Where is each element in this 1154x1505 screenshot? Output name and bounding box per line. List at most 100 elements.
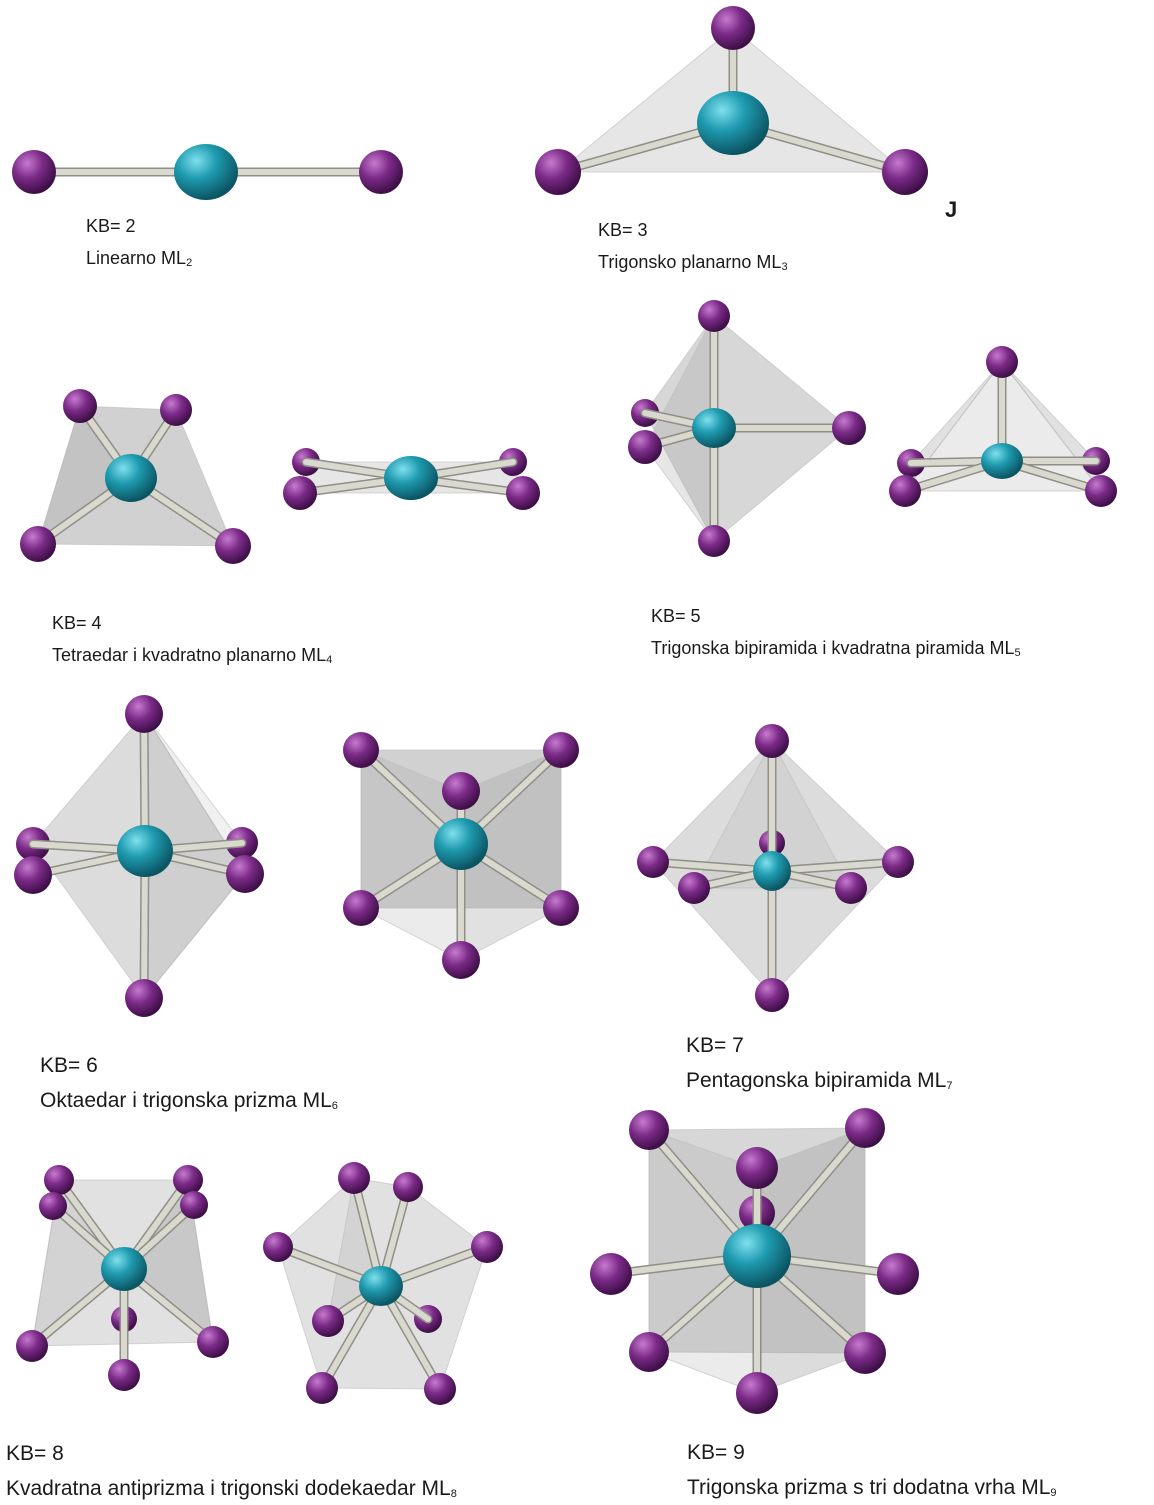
kb8-label: KB= 8 [6, 1442, 64, 1465]
kb9-geometry-name: Trigonska prizma s tri dodatna vrha ML [687, 1476, 1051, 1500]
metal-atom [384, 456, 438, 500]
ligand-atom [543, 732, 579, 768]
ligand-atom [590, 1253, 632, 1295]
caption-kb6: KB= 6 Oktaedar i trigonska prizma ML6 [40, 1053, 338, 1113]
ligand-atom [125, 979, 163, 1017]
ligand-atom [628, 430, 662, 464]
ligand-atom [678, 872, 710, 904]
kb6-geometry-name: Oktaedar i trigonska prizma ML [40, 1089, 332, 1113]
ligand-atom [343, 890, 379, 926]
kb2-label: KB= 2 [86, 216, 136, 236]
ligand-atom [832, 411, 866, 445]
ligand-atom [39, 1192, 67, 1220]
ligand-atom [882, 846, 914, 878]
kb9-label: KB= 9 [687, 1441, 745, 1464]
ligand-atom [471, 1231, 503, 1263]
ligand-atom [215, 528, 251, 564]
metal-atom [981, 443, 1023, 479]
ligand-atom [736, 1147, 778, 1189]
tetrahedral-ML4 [20, 389, 251, 564]
ligand-atom [1085, 475, 1117, 507]
trigonal-prism-ML6 [343, 732, 579, 979]
ligand-atom [226, 855, 264, 893]
caption-kb9: KB= 9 Trigonska prizma s tri dodatna vrh… [687, 1440, 1057, 1500]
ligand-atom [629, 1332, 669, 1372]
caption-kb8: KB= 8 Kvadratna antiprizma i trigonski d… [6, 1441, 457, 1501]
ligand-atom [637, 846, 669, 878]
kb7-label: KB= 7 [686, 1034, 744, 1057]
ligand-atom [424, 1373, 456, 1405]
ligand-atom [543, 890, 579, 926]
kb4-label: KB= 4 [52, 613, 102, 633]
ligand-atom [14, 856, 52, 894]
kb3-label: KB= 3 [598, 220, 648, 240]
ligand-atom [629, 1110, 669, 1150]
ligand-atom [755, 978, 789, 1012]
ligand-atom [312, 1305, 344, 1337]
ligand-atom [845, 1108, 885, 1148]
metal-atom [117, 825, 173, 877]
ligand-atom [986, 346, 1018, 378]
kb4-subscript: 4 [326, 653, 333, 666]
ligand-atom [263, 1232, 293, 1262]
ligand-atom [306, 1372, 338, 1404]
kb3-geometry-name: Trigonsko planarno ML [598, 251, 782, 272]
metal-atom [723, 1224, 791, 1288]
pentagonal-bipyramid-ML7 [637, 724, 914, 1012]
kb5-subscript: 5 [1014, 646, 1021, 659]
kb4-geometry-name: Tetraedar i kvadratno planarno ML [52, 644, 327, 665]
ligand-atom [63, 389, 97, 423]
metal-atom [692, 408, 736, 448]
metal-atom [697, 91, 769, 155]
square-pyramid-ML5 [889, 346, 1117, 507]
kb8-geometry-name: Kvadratna antiprizma i trigonski dodekae… [6, 1477, 451, 1501]
ligand-atom [160, 394, 192, 426]
ligand-atom [338, 1162, 370, 1194]
kb9-subscript: 9 [1050, 1487, 1057, 1500]
caption-kb4: KB= 4 Tetraedar i kvadratno planarno ML4 [52, 613, 332, 667]
square-planar-ML4 [283, 448, 540, 510]
ligand-atom [44, 1165, 74, 1195]
ligand-atom [16, 1330, 48, 1362]
ligand-atom [844, 1332, 886, 1374]
trigonal-planar-ML3 [535, 6, 928, 195]
kb5-label: KB= 5 [651, 606, 701, 626]
caption-kb5: KB= 5 Trigonska bipiramida i kvadratna p… [651, 606, 1021, 660]
ligand-atom [283, 476, 317, 510]
ligand-atom [736, 1372, 778, 1414]
ligand-atom [393, 1172, 423, 1202]
stray-mark: J [945, 197, 958, 222]
ligand-atom [12, 150, 56, 194]
caption-kb7: KB= 7 Pentagonska bipiramida ML7 [686, 1033, 952, 1093]
ligand-atom [197, 1326, 229, 1358]
linear-ML2 [12, 144, 403, 200]
trigonal-bipyramid-ML5 [628, 300, 866, 557]
caption-kb2: KB= 2 Linearno ML2 [86, 216, 192, 270]
metal-atom [174, 144, 238, 200]
kb8-subscript: 8 [450, 1488, 457, 1501]
ligand-atom [711, 6, 755, 50]
metal-atom [753, 851, 791, 891]
octahedral-ML6 [14, 695, 264, 1017]
ligand-atom [535, 149, 581, 195]
ligand-atom [835, 872, 867, 904]
tricapped-trigonal-prism-ML9 [590, 1108, 919, 1414]
kb5-geometry-name: Trigonska bipiramida i kvadratna piramid… [651, 637, 1015, 658]
ligand-atom [506, 476, 540, 510]
kb7-geometry-name: Pentagonska bipiramida ML [686, 1069, 947, 1093]
kb3-subscript: 3 [781, 260, 788, 273]
ligand-atom [442, 772, 480, 810]
kb6-label: KB= 6 [40, 1054, 98, 1077]
ligand-atom [698, 300, 730, 332]
ligand-atom [20, 526, 56, 562]
ligand-atom [359, 150, 403, 194]
ligand-atom [173, 1165, 203, 1195]
ligand-atom [755, 724, 789, 758]
ligand-atom [125, 695, 163, 733]
caption-kb3: KB= 3 Trigonsko planarno ML3 [598, 220, 788, 274]
kb2-subscript: 2 [186, 256, 193, 269]
ligand-atom [180, 1191, 208, 1219]
metal-atom [434, 818, 488, 870]
kb7-subscript: 7 [946, 1080, 953, 1093]
